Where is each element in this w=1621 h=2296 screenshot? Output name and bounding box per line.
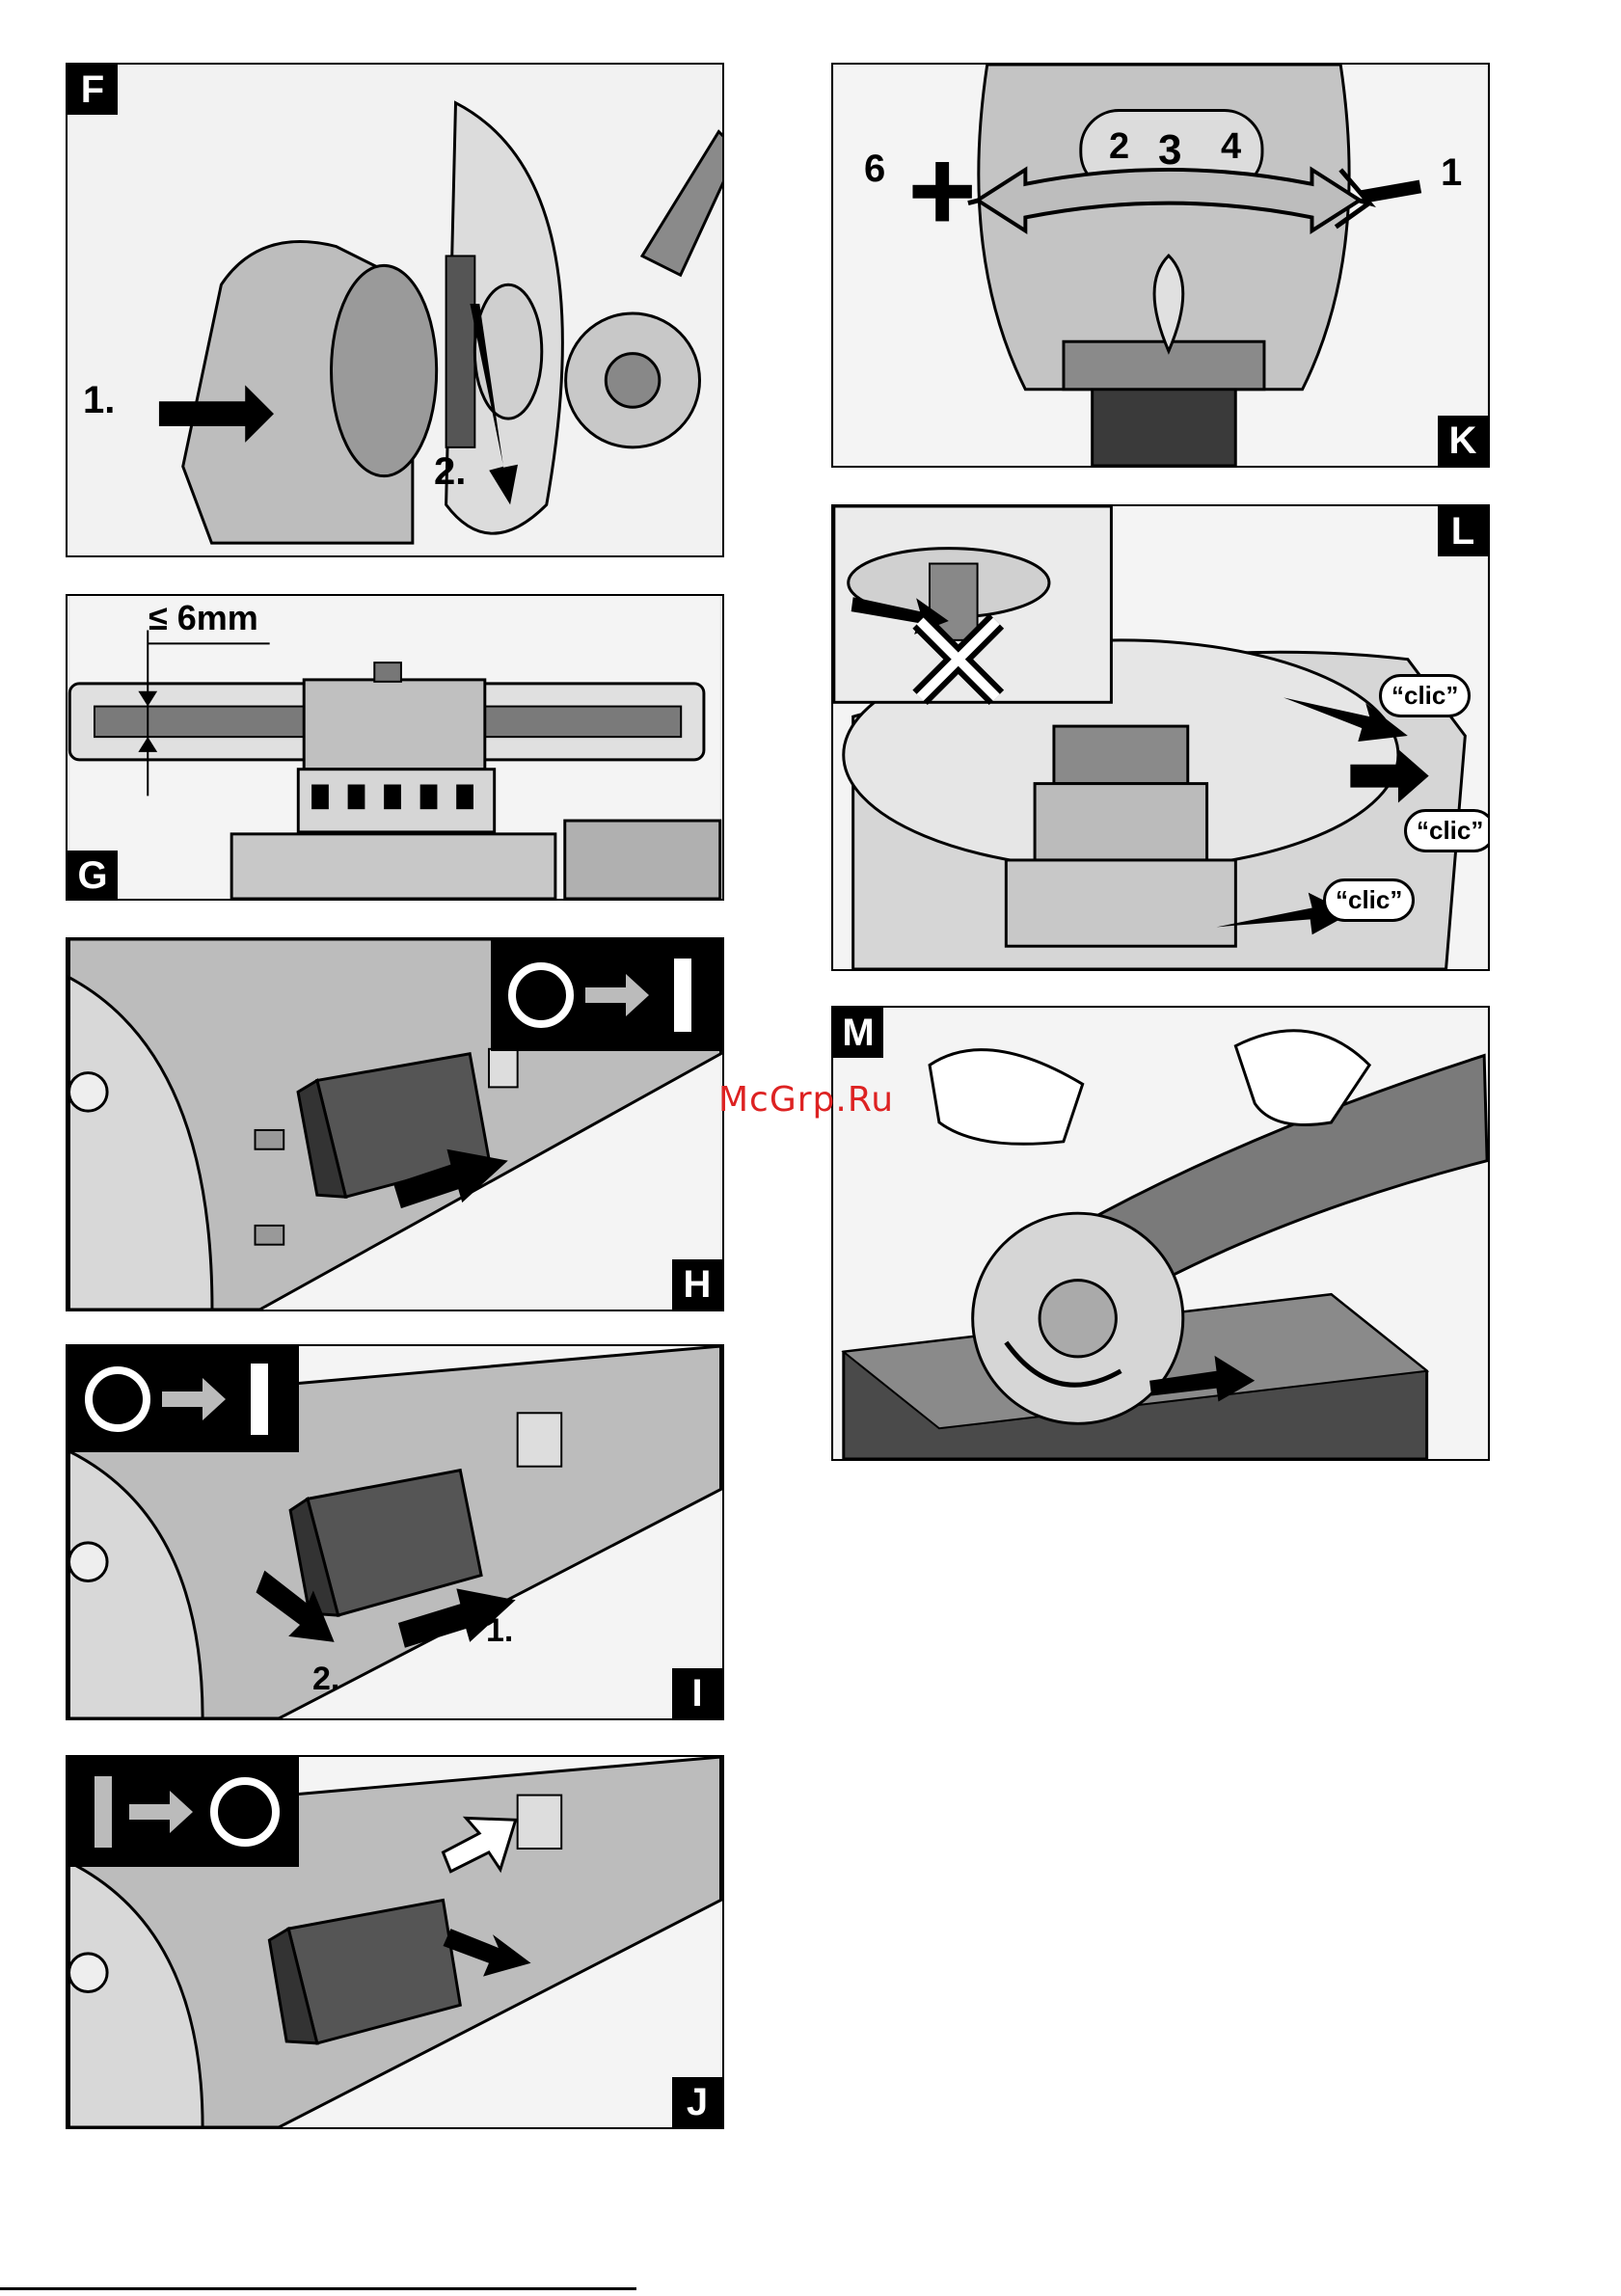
disc-thickness-illustration <box>68 596 722 899</box>
figure-g: ≤ 6mm G <box>66 594 724 901</box>
step-2-label: 2. <box>434 450 466 494</box>
clic-label-2: “clic” <box>1404 809 1490 852</box>
speed-dial-illustration <box>833 65 1488 466</box>
clic-label-1: “clic” <box>1379 674 1471 717</box>
figure-l: “clic” “clic” “clic” L <box>831 504 1490 971</box>
dial-value-4: 4 <box>1221 126 1241 168</box>
step-2-label: 2. <box>312 1661 339 1698</box>
off-to-on-icon <box>491 939 722 1051</box>
figure-k-label: K <box>1438 416 1488 466</box>
figure-j-label: J <box>672 2077 722 2127</box>
figure-j: J <box>66 1755 724 2129</box>
watermark-text: McGrp.Ru <box>718 1080 894 1120</box>
figure-m-label: M <box>833 1008 883 1058</box>
off-symbol-box <box>68 1757 299 1867</box>
figure-f-label: F <box>68 65 118 115</box>
max-thickness-label: ≤ 6mm <box>149 598 258 638</box>
max-speed-label: 6 <box>864 148 885 191</box>
figure-f: F 1. 2. <box>66 63 724 557</box>
clic-label-3: “clic” <box>1323 878 1415 922</box>
on-symbol-box <box>491 939 722 1051</box>
dial-value-3: 3 <box>1158 126 1181 175</box>
cutting-operation-illustration <box>833 1008 1488 1459</box>
on-symbol-box <box>68 1346 299 1452</box>
figure-h-label: H <box>672 1259 722 1310</box>
figure-g-label: G <box>68 851 118 901</box>
on-to-off-icon <box>68 1757 299 1867</box>
footer-rule <box>0 2287 636 2290</box>
min-speed-label: 1 <box>1441 151 1462 195</box>
off-to-on-icon <box>68 1346 299 1452</box>
step-1-label: 1. <box>83 379 115 422</box>
step-1-label: 1. <box>486 1612 513 1650</box>
figure-i-label: I <box>672 1668 722 1718</box>
dial-value-2: 2 <box>1109 126 1129 168</box>
figure-k: 2 3 4 6 1 K <box>831 63 1490 468</box>
figure-l-label: L <box>1438 506 1488 556</box>
figure-i: 1. 2. I <box>66 1344 724 1720</box>
figure-m: M <box>831 1006 1490 1461</box>
figure-h: H <box>66 937 724 1311</box>
angle-grinder-disc-mount-illustration <box>68 65 722 555</box>
